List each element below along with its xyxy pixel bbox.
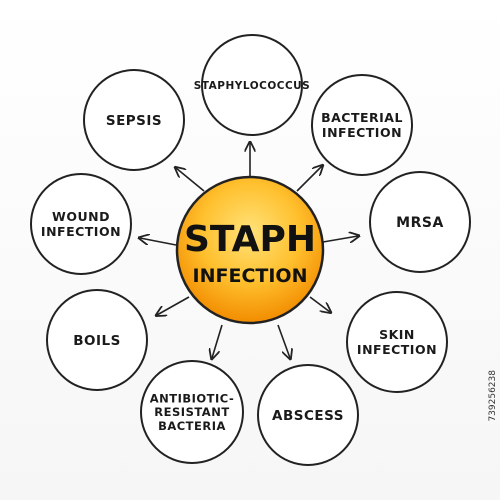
node-label: STAPHYLOCOCCUS	[194, 80, 311, 92]
arrow-to-wound-infection	[140, 238, 177, 246]
arrow-to-antibiotic-resistant-bacteria	[212, 324, 223, 358]
node-circle	[346, 291, 448, 393]
node-circle	[201, 34, 303, 136]
node-circle	[30, 173, 132, 275]
node-mrsa: MRSA	[369, 171, 471, 273]
node-circle	[83, 69, 185, 171]
arrow-to-mrsa	[322, 236, 358, 242]
node-circle	[257, 364, 359, 466]
center-title-line2: INFECTION	[193, 265, 308, 287]
node-circle	[311, 74, 413, 176]
center-title-line1: STAPH	[184, 219, 316, 260]
node-label: WOUND	[52, 209, 110, 224]
center-node: STAPH INFECTION	[175, 175, 325, 325]
node-label: INFECTION	[322, 125, 402, 140]
node-label: RESISTANT	[154, 405, 229, 419]
arrow-to-skin-infection	[309, 296, 330, 312]
node-abscess: ABSCESS	[257, 364, 359, 466]
node-label: BACTERIAL	[321, 110, 403, 125]
node-label: SKIN	[379, 327, 415, 342]
node-label: ANTIBIOTIC-	[150, 391, 235, 405]
arrows-group	[140, 143, 358, 358]
stock-id-text: 739256238	[488, 370, 498, 422]
center-circle	[175, 175, 325, 325]
node-circle	[140, 360, 244, 464]
node-label: INFECTION	[41, 224, 121, 239]
node-label: MRSA	[396, 215, 444, 231]
node-label: SEPSIS	[106, 113, 162, 129]
node-boils: BOILS	[46, 289, 148, 391]
arrow-to-abscess	[277, 324, 290, 358]
node-label: BOILS	[73, 333, 121, 349]
nodes-group: STAPHYLOCOCCUSBACTERIALINFECTIONMRSASKIN…	[30, 34, 471, 466]
node-label: ABSCESS	[272, 408, 344, 424]
arrow-to-boils	[157, 296, 190, 315]
node-label: BACTERIA	[158, 419, 226, 433]
node-staphylococcus: STAPHYLOCOCCUS	[194, 34, 311, 136]
node-label: INFECTION	[357, 342, 437, 357]
node-circle	[46, 289, 148, 391]
node-circle	[369, 171, 471, 273]
arrow-to-bacterial-infection	[296, 166, 322, 192]
arrow-to-sepsis	[176, 168, 205, 192]
node-sepsis: SEPSIS	[83, 69, 185, 171]
